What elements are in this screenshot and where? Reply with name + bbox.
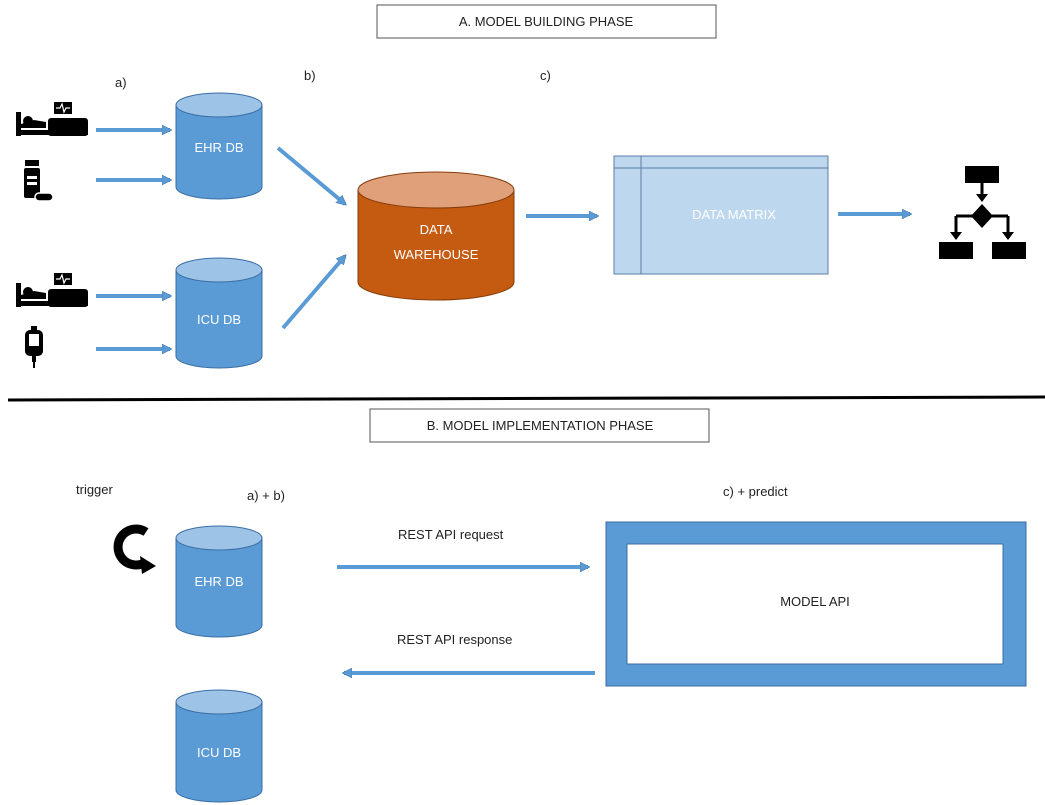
ehr-db-label: EHR DB — [194, 574, 243, 589]
phase-separator — [7, 395, 1045, 402]
icu-db-label: ICU DB — [197, 312, 241, 327]
phase-b-title: B. MODEL IMPLEMENTATION PHASE — [427, 418, 654, 433]
db-to-warehouse-arrows — [276, 146, 345, 330]
medication-bottle-icon — [24, 160, 54, 202]
warehouse-label-line2: WAREHOUSE — [394, 247, 479, 262]
step-c-label: c) — [540, 68, 551, 83]
rest-api-response-label: REST API response — [397, 632, 512, 647]
data-matrix-box: DATA MATRIX — [613, 155, 829, 275]
hospital-bed-monitor-icon — [16, 102, 88, 136]
step-a-label: a) — [115, 75, 127, 90]
source-arrows — [96, 130, 170, 349]
trigger-label: trigger — [76, 482, 114, 497]
step-ab-label: a) + b) — [247, 488, 285, 503]
warehouse-label-line1: DATA — [420, 222, 453, 237]
data-matrix-label: DATA MATRIX — [692, 207, 776, 222]
icu-db-label: ICU DB — [197, 745, 241, 760]
icu-db-cylinder: ICU DB — [175, 689, 263, 803]
ehr-db-cylinder: EHR DB — [175, 525, 263, 638]
model-api-label: MODEL API — [780, 594, 850, 609]
phase-b-title-box: B. MODEL IMPLEMENTATION PHASE — [369, 408, 710, 443]
phase-a-title: A. MODEL BUILDING PHASE — [459, 14, 634, 29]
step-c-predict-label: c) + predict — [723, 484, 788, 499]
icu-db-cylinder: ICU DB — [175, 257, 263, 369]
rest-api-request-label: REST API request — [398, 527, 504, 542]
ehr-db-cylinder: EHR DB — [175, 92, 263, 200]
iv-bag-icon — [25, 326, 43, 368]
refresh-arrow-icon — [113, 524, 156, 574]
decision-tree-icon — [939, 166, 1026, 259]
ehr-db-label: EHR DB — [194, 140, 243, 155]
step-b-label: b) — [304, 68, 316, 83]
hospital-bed-monitor-icon — [16, 273, 88, 307]
model-api-box: MODEL API — [605, 521, 1027, 687]
data-warehouse-cylinder: DATA WAREHOUSE — [357, 171, 515, 301]
phase-a-title-box: A. MODEL BUILDING PHASE — [376, 4, 717, 39]
